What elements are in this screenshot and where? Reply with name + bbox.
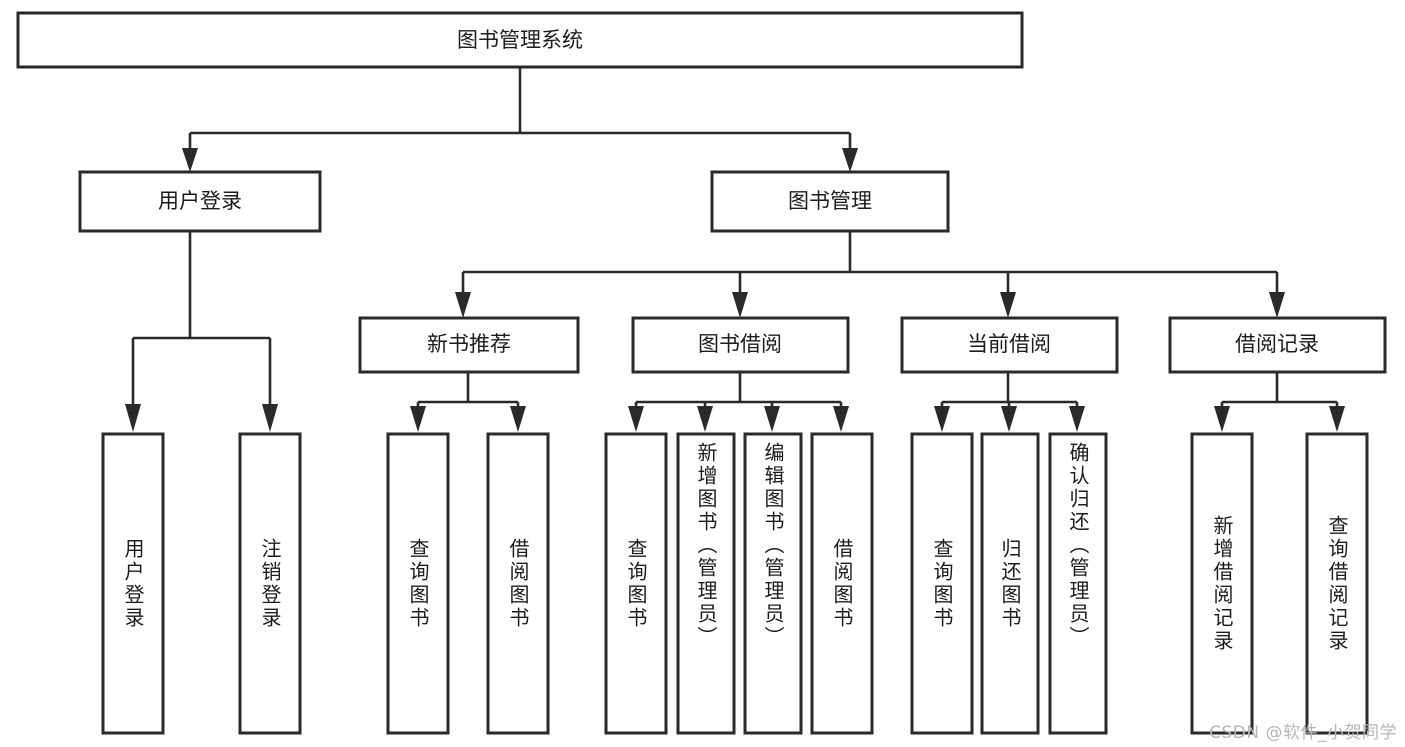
node-borrow-record[interactable]: 借阅记录 [1168,316,1387,374]
node-book-borrow-label: 图书借阅 [698,332,782,356]
node-user-login[interactable]: 用户登录 [78,170,322,233]
node-root-label: 图书管理系统 [457,28,583,52]
leaf-box-logout[interactable] [238,432,302,735]
node-new-book-recommend-box [358,316,580,374]
node-user-login-box [78,170,322,233]
arrowhead-borrowrecord-leaf1 [1214,406,1230,432]
arrowhead-newbook-leaf2 [510,406,526,432]
node-new-book-recommend[interactable]: 新书推荐 [358,316,580,374]
leaf-box-currentborrow-confirm[interactable] [1048,432,1108,735]
node-new-book-recommend-label: 新书推荐 [427,332,511,356]
arrowhead-currentborrow-leaf1 [934,406,950,432]
leaf-box-user-login[interactable] [101,432,165,735]
leaf-box-newbook-query[interactable] [386,432,450,735]
arrowhead-bookborrow-leaf4 [833,406,849,432]
leaf-box-newbook-borrow[interactable] [486,432,550,735]
arrowhead-borrowrecord-leaf2 [1329,406,1345,432]
node-book-management-label: 图书管理 [788,189,872,213]
arrowhead-currentborrow-leaf3 [1069,406,1085,432]
node-borrow-record-box [1168,316,1387,374]
node-book-management-box [710,170,950,233]
arrowhead-leaf-user-login [125,404,141,432]
node-book-borrow[interactable]: 图书借阅 [631,316,850,374]
node-current-borrow[interactable]: 当前借阅 [900,316,1119,374]
node-user-login-label: 用户登录 [158,189,242,213]
node-root-box [16,11,1024,69]
arrowhead-currentborrow-leaf2 [1001,406,1017,432]
leaf-box-bookborrow-borrow[interactable] [810,432,874,735]
leaf-box-record-add[interactable] [1190,432,1254,735]
arrowhead-leaf-logout [262,404,278,432]
arrowhead-borrow-record [1269,292,1285,318]
leaf-box-bookborrow-query[interactable] [604,432,668,735]
arrowhead-bookborrow-leaf2 [697,406,713,432]
node-book-borrow-box [631,316,850,374]
csdn-watermark: CSDN @软件_小贺同学 [1209,723,1397,743]
connector-layer [125,67,1345,432]
node-current-borrow-label: 当前借阅 [967,332,1051,356]
arrowhead-current-borrow [1000,292,1016,318]
arrowhead-bookborrow-leaf1 [628,406,644,432]
arrowhead-book-borrow [732,292,748,318]
arrowhead-user-login [182,148,198,172]
leaf-box-bookborrow-edit[interactable] [743,432,803,735]
node-book-management[interactable]: 图书管理 [710,170,950,233]
leaf-box-bookborrow-add[interactable] [676,432,736,735]
leaf-box-record-query[interactable] [1305,432,1369,735]
leaf-box-currentborrow-query[interactable] [910,432,974,735]
node-borrow-record-label: 借阅记录 [1235,332,1319,356]
node-root-book-management-system[interactable]: 图书管理系统 [16,11,1024,69]
arrowhead-bookborrow-leaf3 [764,406,780,432]
leaf-box-currentborrow-return[interactable] [980,432,1040,735]
arrowhead-newbook-leaf1 [410,406,426,432]
node-current-borrow-box [900,316,1119,374]
arrowhead-new-book [455,292,471,318]
arrowhead-book-mgmt [842,148,858,172]
